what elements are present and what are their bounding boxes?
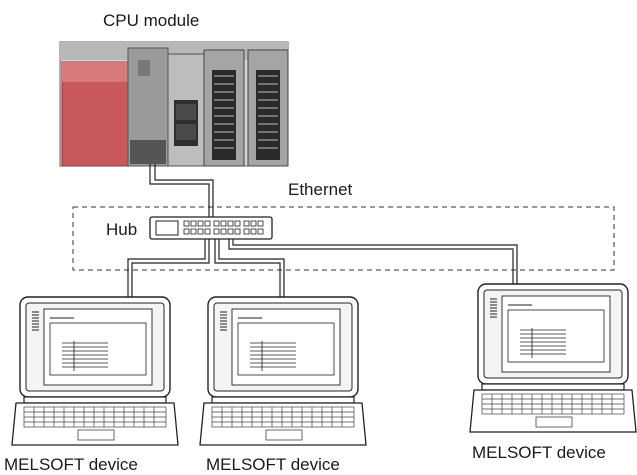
melsoft-device-label-2: MELSOFT device	[206, 455, 340, 474]
laptop-icon	[199, 296, 367, 446]
melsoft-device-label-1: MELSOFT device	[4, 455, 138, 474]
cpu-module-label: CPU module	[103, 11, 200, 30]
laptop-icon	[469, 283, 637, 433]
ethernet-boundary	[72, 206, 615, 271]
melsoft-device-label-3: MELSOFT device	[472, 443, 606, 462]
hub-label: Hub	[106, 220, 138, 239]
plc-cpu-module-icon	[59, 41, 289, 167]
ethernet-cables	[127, 164, 518, 297]
ethernet-hub-icon	[149, 216, 273, 240]
laptop-icon	[11, 296, 179, 446]
ethernet-label: Ethernet	[288, 180, 353, 199]
